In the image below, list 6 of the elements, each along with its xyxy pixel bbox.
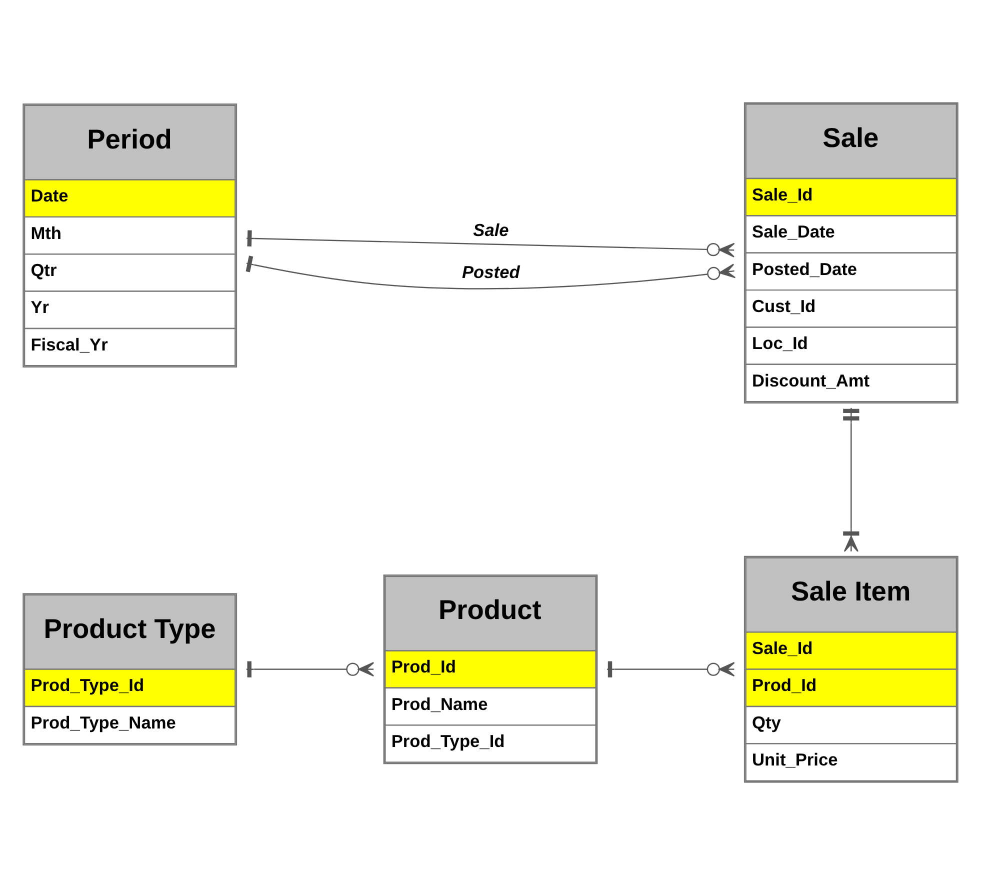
edge-label: Sale	[473, 219, 509, 240]
connector	[246, 255, 736, 289]
connector	[246, 230, 735, 257]
edge-label: Posted	[462, 261, 520, 282]
connector	[246, 660, 374, 677]
connector	[607, 660, 735, 677]
